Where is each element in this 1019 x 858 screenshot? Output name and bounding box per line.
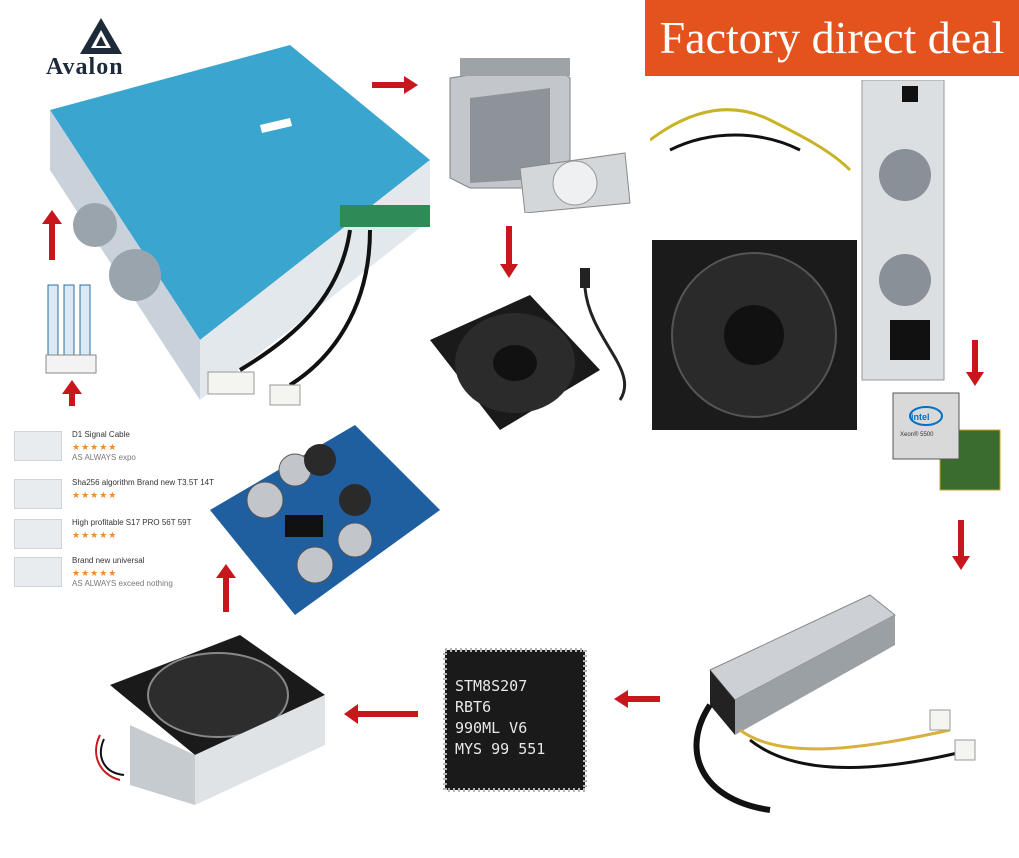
miner-fan-psu-image xyxy=(650,80,945,430)
fan-bracket-image xyxy=(449,58,631,213)
psu-unit-image xyxy=(50,45,430,406)
list-meta: AS ALWAYS expo xyxy=(72,453,136,462)
arrow-down-icon xyxy=(500,226,518,278)
cpu-image xyxy=(892,392,1001,491)
microcontroller-chip-image xyxy=(443,648,587,792)
cpu-model-label: Xeon® 5500 xyxy=(900,432,934,438)
list-item[interactable]: High profitable S17 PRO 56T 59T ★★★★★ xyxy=(10,516,200,550)
arrow-down-icon xyxy=(952,520,970,570)
list-meta: AS ALWAYS exceed nothing xyxy=(72,579,173,588)
product-listing-panel: D1 Signal Cable ★★★★★ AS ALWAYS expo Sha… xyxy=(10,428,214,598)
list-thumb xyxy=(14,479,62,509)
list-thumb xyxy=(14,557,62,587)
arrow-up-icon xyxy=(62,380,82,406)
factory-direct-banner: Factory direct deal xyxy=(645,0,1019,76)
arrow-down-icon xyxy=(966,340,984,386)
list-thumb xyxy=(14,519,62,549)
chip-line-2: RBT6 xyxy=(455,698,492,716)
amplifier-board-image xyxy=(210,425,440,615)
chip-markings: STM8S207 RBT6 990ML V6 MYS 99 551 xyxy=(455,676,575,760)
list-item[interactable]: Brand new universal ★★★★★ AS ALWAYS exce… xyxy=(10,554,200,588)
rating-stars: ★★★★★ xyxy=(72,442,118,452)
brand-name: Avalon xyxy=(46,54,124,80)
signal-cable-image xyxy=(45,284,97,374)
list-thumb xyxy=(14,431,62,461)
arrow-up-icon xyxy=(42,210,62,260)
usb-fan-image xyxy=(430,268,627,430)
list-title: D1 Signal Cable xyxy=(72,430,130,439)
arrow-left-icon xyxy=(344,704,418,724)
chip-line-3: 990ML V6 xyxy=(455,719,528,737)
server-psu-image xyxy=(693,594,976,813)
arrow-up-icon xyxy=(216,564,236,612)
avalon-logo-icon xyxy=(80,18,122,54)
rating-stars: ★★★★★ xyxy=(72,568,118,578)
list-item[interactable]: D1 Signal Cable ★★★★★ AS ALWAYS expo xyxy=(10,428,200,462)
list-item[interactable]: Sha256 algorithm Brand new T3.5T 14T ★★★… xyxy=(10,476,214,510)
rating-stars: ★★★★★ xyxy=(72,490,118,500)
cpu-brand-label: intel xyxy=(911,412,930,422)
heatsink-fan-image xyxy=(95,635,325,805)
list-title: High profitable S17 PRO 56T 59T xyxy=(72,518,192,527)
rating-stars: ★★★★★ xyxy=(72,530,118,540)
arrow-right-icon xyxy=(372,76,418,94)
chip-line-1: STM8S207 xyxy=(455,677,528,695)
list-title: Brand new universal xyxy=(72,556,145,565)
arrow-left-icon xyxy=(614,690,660,708)
list-title: Sha256 algorithm Brand new T3.5T 14T xyxy=(72,478,215,487)
chip-line-4: MYS 99 551 xyxy=(455,740,546,758)
